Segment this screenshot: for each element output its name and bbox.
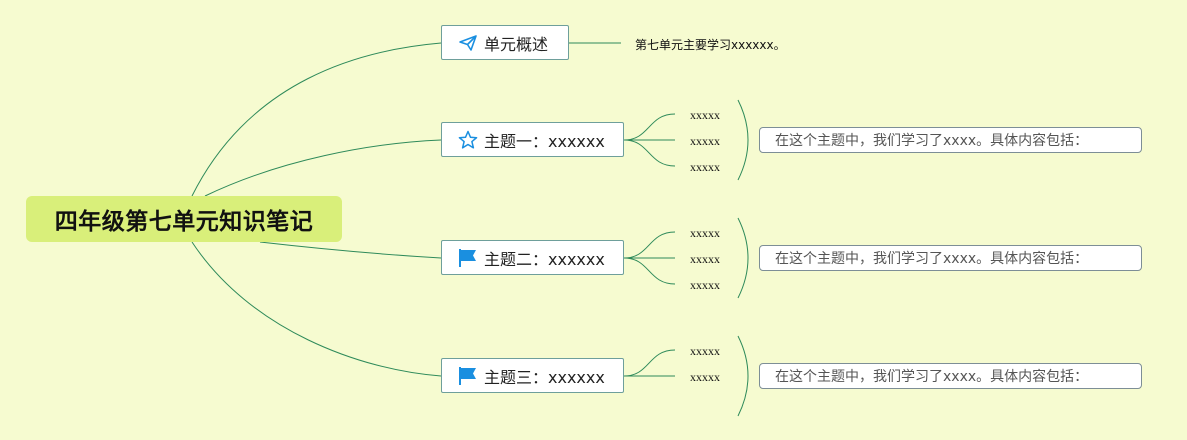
paper-plane-icon	[458, 33, 478, 53]
topic-1-leaf-3[interactable]: xxxxx	[690, 160, 720, 174]
overview-text: 第七单元主要学习xxxxxx。	[635, 38, 786, 52]
topic-overview[interactable]: 单元概述	[441, 25, 569, 60]
edge-root-topic-3	[191, 241, 442, 377]
topic-1-leaf-1[interactable]: xxxxx	[690, 108, 720, 122]
topic-1[interactable]: 主题一：xxxxxx	[441, 122, 624, 157]
flag-icon	[458, 248, 478, 268]
edge-topic-2-leaf-3	[623, 257, 676, 285]
summary-brace-3	[737, 335, 749, 417]
summary-brace-1	[737, 99, 749, 181]
flag-icon	[458, 366, 478, 386]
topic-2-leaf-1[interactable]: xxxxx	[690, 226, 720, 240]
topic-1-summary[interactable]: 在这个主题中，我们学习了xxxx。具体内容包括：	[759, 127, 1142, 153]
topic-2-summary[interactable]: 在这个主题中，我们学习了xxxx。具体内容包括：	[759, 245, 1142, 271]
topic-3-leaf-1[interactable]: xxxxx	[690, 344, 720, 358]
edge-topic-1-leaf-3	[623, 139, 676, 167]
edge-topic-2-leaf-1	[623, 231, 676, 259]
topic-3[interactable]: 主题三：xxxxxx	[441, 358, 624, 393]
overview-label: 单元概述	[484, 34, 549, 54]
topic-1-label: 主题一：xxxxxx	[484, 131, 605, 151]
root-title: 四年级第七单元知识笔记	[54, 209, 314, 235]
edge-topic-1-leaf-1	[623, 113, 676, 141]
topic-2-leaf-3[interactable]: xxxxx	[690, 278, 720, 292]
topic-1-leaf-2[interactable]: xxxxx	[690, 134, 720, 148]
edge-root-topic-1	[204, 139, 442, 197]
topic-3-leaf-2[interactable]: xxxxx	[690, 370, 720, 384]
root-topic[interactable]: 四年级第七单元知识笔记	[26, 196, 342, 242]
topic-2-label: 主题二：xxxxxx	[484, 249, 605, 269]
edge-root-overview	[191, 42, 442, 197]
topic-2[interactable]: 主题二：xxxxxx	[441, 240, 624, 275]
edge-root-topic-2	[259, 241, 442, 259]
topic-3-label: 主题三：xxxxxx	[484, 367, 605, 387]
topic-3-summary[interactable]: 在这个主题中，我们学习了xxxx。具体内容包括：	[759, 363, 1142, 389]
edge-topic-3-leaf-1	[623, 349, 676, 377]
topic-2-leaf-2[interactable]: xxxxx	[690, 252, 720, 266]
star-icon	[458, 130, 478, 150]
summary-brace-2	[737, 217, 749, 299]
